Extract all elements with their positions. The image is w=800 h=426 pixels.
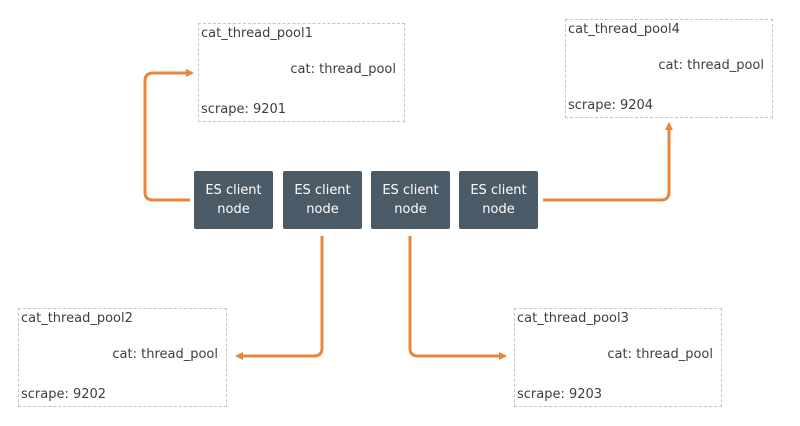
arrow-node4-to-pool4 [543,122,673,202]
node-label-line1: ES client [470,183,527,198]
pool-box-3: cat_thread_pool3 cat: thread_pool scrape… [514,308,722,407]
pool-scrape-port: scrape: 9203 [517,387,603,402]
pool-scrape-port: scrape: 9201 [201,102,287,117]
pool-cat-label: cat: thread_pool [607,347,713,362]
pool-cat-label: cat: thread_pool [658,58,764,73]
pool-scrape-port: scrape: 9202 [21,387,107,402]
pool-box-4: cat_thread_pool4 cat: thread_pool scrape… [565,19,773,118]
es-client-node-3: ES client node [371,171,450,229]
node-label-line2: node [217,202,250,217]
pool-title: cat_thread_pool4 [568,22,680,37]
node-label-line1: ES client [382,183,439,198]
arrow-node1-to-pool1 [143,69,194,202]
es-client-node-2: ES client node [283,171,362,229]
pool-title: cat_thread_pool3 [517,311,629,326]
es-client-node-1: ES client node [194,171,273,229]
node-label-line2: node [394,202,427,217]
pool-title: cat_thread_pool1 [201,26,313,41]
pool-cat-label: cat: thread_pool [112,347,218,362]
pool-title: cat_thread_pool2 [21,311,133,326]
node-label-line1: ES client [205,183,262,198]
node-label-line1: ES client [294,183,351,198]
pool-box-1: cat_thread_pool1 cat: thread_pool scrape… [198,23,405,122]
pool-scrape-port: scrape: 9204 [568,98,654,113]
es-client-node-4: ES client node [459,171,538,229]
pool-cat-label: cat: thread_pool [290,62,396,77]
pool-box-2: cat_thread_pool2 cat: thread_pool scrape… [18,308,227,407]
arrow-node2-to-pool2 [235,236,324,360]
node-label-line2: node [482,202,515,217]
arrow-node3-to-pool3 [408,236,507,360]
node-label-line2: node [306,202,339,217]
